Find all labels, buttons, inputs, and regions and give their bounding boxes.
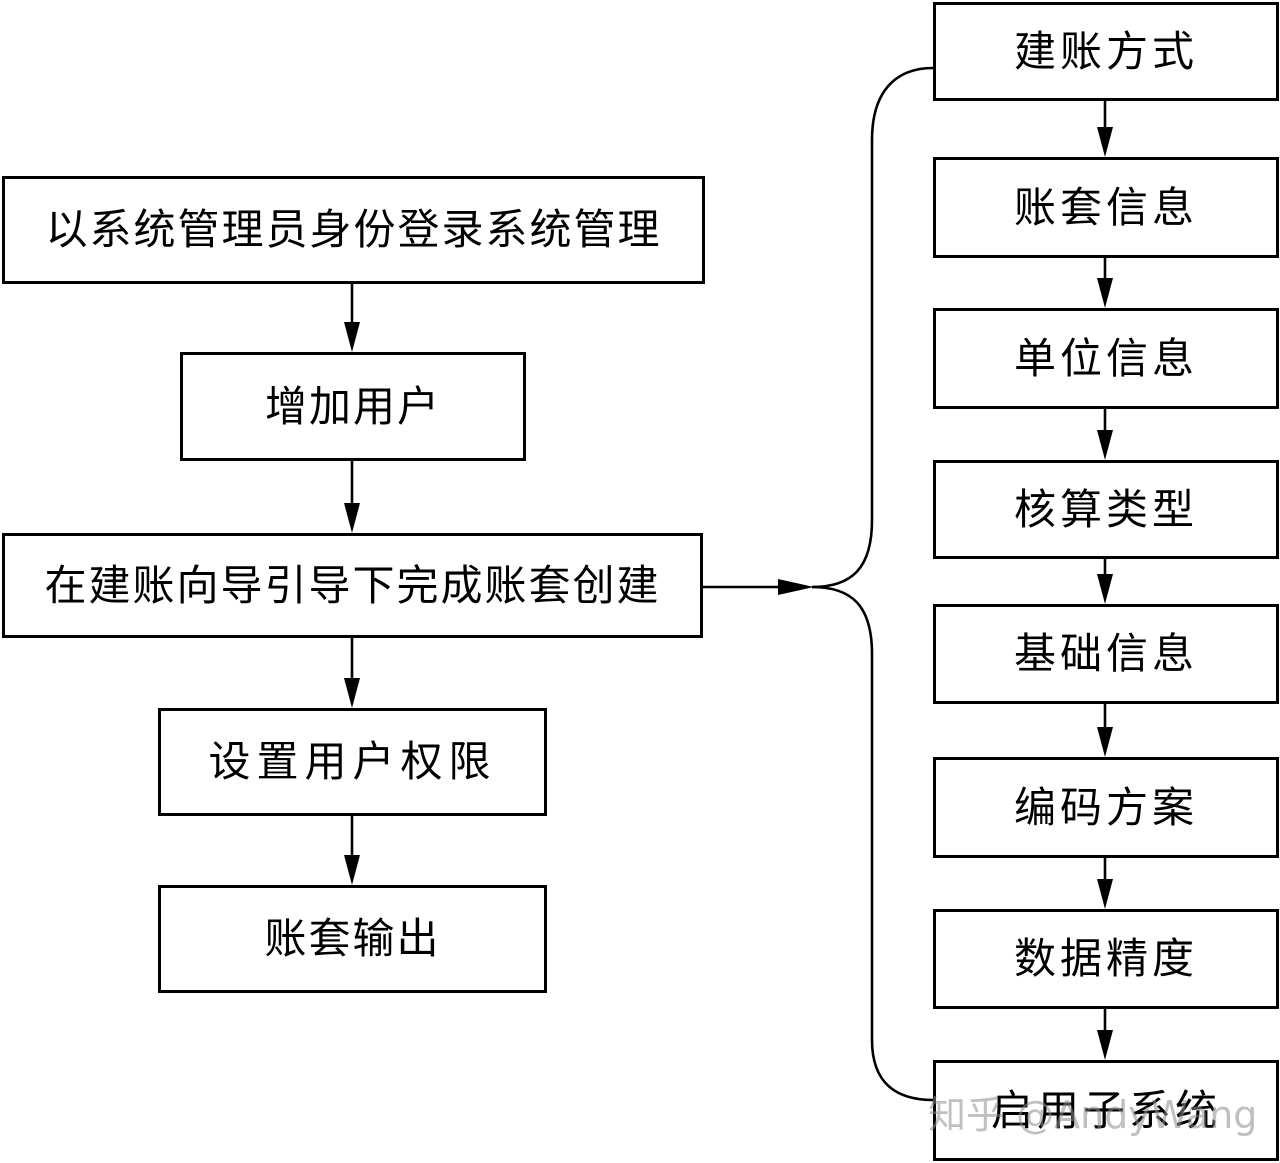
arrowhead-left-2 — [344, 503, 360, 533]
step-label: 以系统管理员身份登录系统管理 — [45, 205, 662, 254]
step-label: 在建账向导引导下完成账套创建 — [44, 560, 661, 610]
substep-label: 启用子系统 — [990, 1085, 1221, 1135]
arrowhead-right-1 — [1097, 127, 1113, 157]
arrowhead-right-5 — [1097, 727, 1113, 757]
substep-coding-scheme: 编码方案 — [933, 757, 1279, 858]
arrowhead-right-3 — [1097, 430, 1113, 460]
step-add-user: 增加用户 — [180, 352, 526, 461]
arrowhead-left-3 — [344, 678, 360, 708]
substep-label: 建账方式 — [1013, 26, 1198, 76]
substep-basic-info: 基础信息 — [933, 604, 1279, 704]
step-login-system-admin: 以系统管理员身份登录系统管理 — [2, 176, 705, 284]
step-label: 设置用户权限 — [208, 737, 497, 786]
step-label: 账套输出 — [264, 914, 441, 963]
substep-account-set-info: 账套信息 — [933, 157, 1279, 258]
substep-data-precision: 数据精度 — [933, 909, 1279, 1009]
substep-label: 数据精度 — [1013, 934, 1198, 983]
step-create-account-set: 在建账向导引导下完成账套创建 — [2, 533, 703, 638]
arrowhead-right-7 — [1097, 1030, 1113, 1060]
brace-lower — [811, 585, 934, 1102]
substep-company-info: 单位信息 — [933, 308, 1279, 409]
substep-accounting-type: 核算类型 — [933, 460, 1279, 559]
arrowhead-to-brace — [778, 579, 814, 595]
substep-enable-subsystem: 启用子系统 — [933, 1060, 1279, 1161]
step-set-user-permissions: 设置用户权限 — [158, 708, 547, 816]
arrowhead-left-1 — [344, 322, 360, 352]
arrowhead-left-4 — [344, 855, 360, 885]
step-label: 增加用户 — [264, 381, 441, 431]
substep-label: 核算类型 — [1013, 484, 1198, 534]
arrowhead-right-4 — [1097, 574, 1113, 604]
substep-label: 基础信息 — [1013, 629, 1198, 678]
substep-label: 账套信息 — [1013, 182, 1198, 232]
brace-upper — [811, 66, 934, 589]
arrowhead-right-2 — [1097, 278, 1113, 308]
arrowhead-right-6 — [1097, 879, 1113, 909]
substep-label: 编码方案 — [1013, 782, 1198, 832]
substep-setup-method: 建账方式 — [933, 2, 1279, 101]
step-account-set-output: 账套输出 — [158, 885, 547, 993]
substep-label: 单位信息 — [1013, 333, 1198, 383]
